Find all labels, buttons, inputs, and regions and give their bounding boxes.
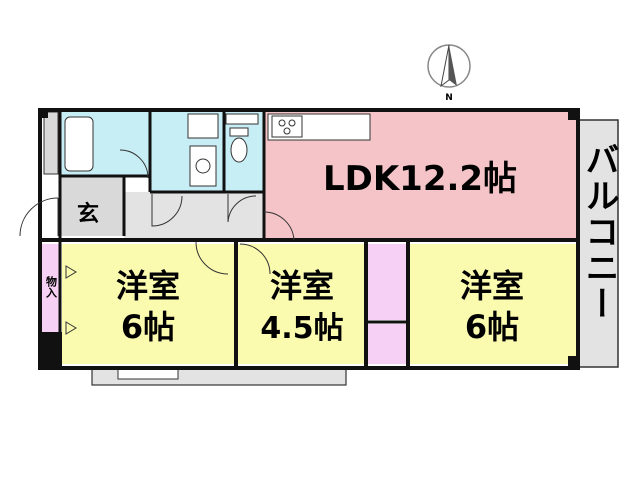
western-mid-line2: 4.5帖 <box>260 311 343 346</box>
western-mid-line1: 洋室 <box>270 267 334 305</box>
sink <box>189 145 217 187</box>
storage-closet <box>42 244 60 332</box>
entrance-label: 玄 <box>77 201 99 227</box>
storage-label: 物入 <box>45 275 58 299</box>
closet-lower <box>368 324 406 364</box>
north-compass <box>427 44 471 88</box>
western-left-line2: 6帖 <box>121 308 175 346</box>
western-room-mid <box>238 244 364 364</box>
svg-text:バルコニー: バルコニー <box>579 142 619 322</box>
entrance <box>60 176 124 236</box>
washer-space <box>187 113 219 139</box>
toilet <box>230 137 248 163</box>
western-room-right <box>410 244 576 364</box>
closet-upper <box>368 244 406 320</box>
shoe-closet <box>43 111 59 175</box>
compass-north-label: N <box>445 93 453 103</box>
western-right-line1: 洋室 <box>460 267 524 305</box>
western-left-line1: 洋室 <box>116 267 180 305</box>
door-swings <box>19 149 295 275</box>
balcony-label: バルコニー <box>579 142 619 322</box>
balcony <box>577 119 619 368</box>
ldk-label: LDK12.2帖 <box>323 159 517 199</box>
bathtub <box>64 116 94 172</box>
western-right-line2: 6帖 <box>465 308 519 346</box>
